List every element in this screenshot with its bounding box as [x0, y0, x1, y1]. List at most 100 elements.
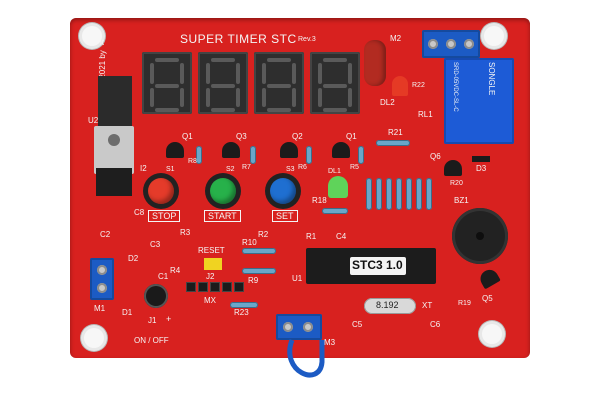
c5-label: C5	[352, 320, 363, 329]
d2-label: D2	[128, 254, 139, 263]
resistor-r7	[250, 146, 256, 164]
seven-segment-digit-3	[254, 52, 304, 114]
i2-label: I2	[140, 164, 147, 173]
electrolytic-capacitor	[144, 284, 168, 308]
resistor-r10	[242, 248, 276, 254]
transistor-q3	[222, 142, 240, 158]
chip-label: STC3 1.0	[352, 258, 403, 272]
regulator-hole	[108, 134, 120, 146]
r3-label: R3	[180, 228, 191, 237]
mounting-hole-bottom-right	[482, 324, 502, 344]
author-fragment: it	[100, 38, 104, 47]
output-terminal-block[interactable]	[422, 30, 480, 58]
seven-segment-digit-1	[142, 52, 192, 114]
stop-button[interactable]	[148, 178, 174, 204]
board-revision: Rev.3	[298, 36, 316, 43]
power-terminal-block[interactable]	[90, 258, 114, 300]
voltage-regulator-tab	[94, 126, 134, 174]
s2-label: S2	[226, 166, 235, 173]
mounting-hole-top-left	[82, 26, 102, 46]
resistor-r16	[416, 178, 422, 210]
power-screw-1[interactable]	[97, 265, 107, 275]
seven-segment-digit-2	[198, 52, 248, 114]
sensor-screw-1[interactable]	[283, 322, 293, 332]
reset-label: RESET	[198, 246, 225, 255]
set-label: SET	[272, 210, 298, 222]
r19-label: R19	[458, 300, 471, 307]
pcb-board: (c)2021 by it SUPER TIMER STC Rev.3 U2 I	[70, 18, 530, 358]
terminal-screw-3[interactable]	[464, 39, 474, 49]
rl1-label: RL1	[418, 110, 433, 119]
seven-segment-digit-4	[310, 52, 360, 114]
resistor-r8	[196, 146, 202, 164]
mx-label: MX	[204, 296, 216, 305]
r21-label: R21	[388, 128, 403, 137]
mounting-hole-bottom-left	[84, 328, 104, 348]
onoff-label: ON / OFF	[134, 336, 169, 345]
buzzer-hole	[476, 232, 484, 240]
plus-label: +	[166, 314, 172, 324]
c3-label: C3	[150, 240, 161, 249]
mx-pin-3	[210, 282, 220, 292]
sensor-screw-2[interactable]	[303, 322, 313, 332]
q6-label: Q6	[430, 152, 441, 161]
crystal-label: 8.192	[376, 300, 399, 310]
q2-label: Q2	[292, 132, 303, 141]
r20-label: R20	[450, 180, 463, 187]
terminal-screw-2[interactable]	[446, 39, 456, 49]
mx-header	[186, 282, 244, 292]
dl1-label: DL1	[328, 168, 341, 175]
resistor-r14	[396, 178, 402, 210]
set-button[interactable]	[270, 178, 296, 204]
green-led	[328, 176, 348, 198]
mx-pin-4	[222, 282, 232, 292]
mx-pin-5	[234, 282, 244, 292]
c4-label: C4	[336, 232, 347, 241]
sensor-terminal-block[interactable]	[276, 314, 322, 340]
r22-label: R22	[412, 82, 425, 89]
resistor-r21	[376, 140, 410, 146]
s1-label: S1	[166, 166, 175, 173]
resistor-r18	[322, 208, 348, 214]
c2-label: C2	[100, 230, 111, 239]
start-label: START	[204, 210, 241, 222]
mounting-hole-top-right	[484, 26, 504, 46]
board-title: SUPER TIMER STC	[180, 32, 297, 46]
r7-label: R7	[242, 164, 251, 171]
resistor-r17	[426, 178, 432, 210]
m2-label: M2	[390, 34, 402, 43]
resistor-r6	[306, 146, 312, 164]
r9-label: R9	[248, 276, 259, 285]
q5-label: Q5	[482, 294, 493, 303]
buzzer	[452, 208, 508, 264]
reset-jumper[interactable]	[204, 258, 222, 270]
r6-label: R6	[298, 164, 307, 171]
resistor-r5	[358, 146, 364, 164]
chip-label-box	[350, 257, 406, 275]
crystal: 8.192	[364, 298, 416, 314]
r18-label: R18	[312, 196, 327, 205]
resistor-r12	[376, 178, 382, 210]
relay-model: SRD-05VDC-SL-C	[452, 62, 458, 112]
r2-label: R2	[258, 230, 269, 239]
r1-label: R1	[306, 232, 317, 241]
r5-label: R5	[350, 164, 359, 171]
power-screw-2[interactable]	[97, 283, 107, 293]
mx-pin-2	[198, 282, 208, 292]
start-button[interactable]	[210, 178, 236, 204]
crystal-ref: XT	[422, 301, 433, 310]
red-led	[392, 76, 408, 96]
c1-label: C1	[158, 272, 169, 281]
d3-label: D3	[476, 164, 487, 173]
m3-label: M3	[324, 338, 336, 347]
r8-label: R8	[188, 158, 197, 165]
voltage-regulator-body	[96, 168, 132, 196]
transistor-q5	[477, 266, 501, 290]
m1-label: M1	[94, 304, 106, 313]
terminal-screw-1[interactable]	[428, 39, 438, 49]
resistor-r15	[406, 178, 412, 210]
q1a-label: Q1	[182, 132, 193, 141]
bz1-label: BZ1	[454, 196, 469, 205]
red-capacitor	[364, 40, 386, 86]
diode-d3	[472, 156, 490, 162]
